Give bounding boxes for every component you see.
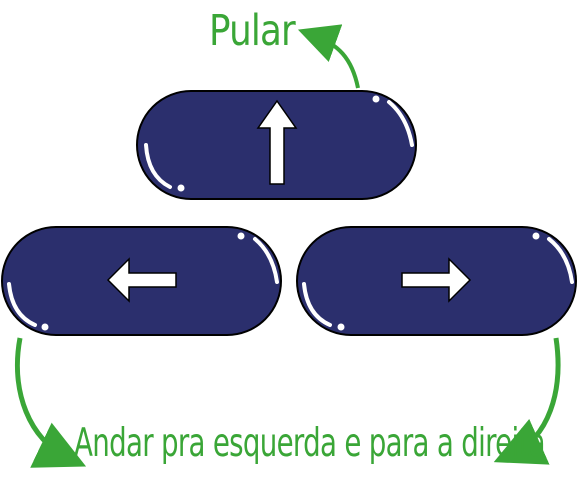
right-button[interactable]: [296, 226, 577, 336]
jump-label: Pular: [209, 6, 296, 56]
left-curve-arrow: [14, 337, 87, 468]
walk-label: Andar pra esquerda e para a direita: [74, 421, 546, 466]
left-button[interactable]: [1, 226, 282, 336]
left-arrow-icon: [106, 257, 177, 303]
up-button[interactable]: [136, 90, 417, 200]
jump-curve-arrow: [297, 24, 360, 89]
up-arrow-icon: [256, 99, 298, 185]
right-curve-arrow: [493, 337, 561, 465]
right-arrow-icon: [401, 257, 472, 303]
